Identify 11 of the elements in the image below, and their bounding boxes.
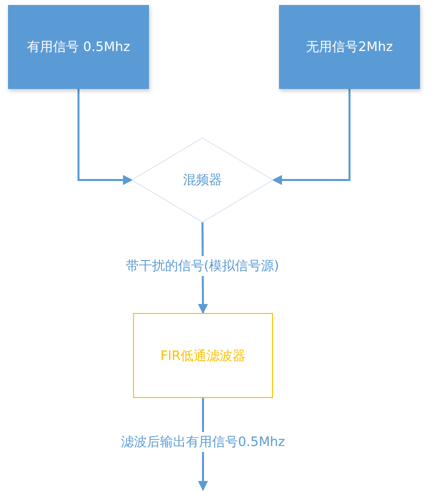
decision-diamond bbox=[132, 138, 273, 222]
process-box bbox=[133, 313, 273, 398]
process-box bbox=[279, 5, 420, 89]
node-label: 有用信号 0.5Mhz bbox=[26, 39, 130, 56]
node-label: 混频器 bbox=[183, 172, 222, 189]
arrow bbox=[78, 89, 133, 185]
node-label: 无用信号2Mhz bbox=[306, 39, 393, 56]
process-box bbox=[8, 5, 149, 89]
node-label: FIR低通滤波器 bbox=[160, 348, 246, 364]
edge-label: 滤波后输出有用信号0.5Mhz bbox=[119, 432, 287, 452]
arrow bbox=[272, 89, 350, 185]
